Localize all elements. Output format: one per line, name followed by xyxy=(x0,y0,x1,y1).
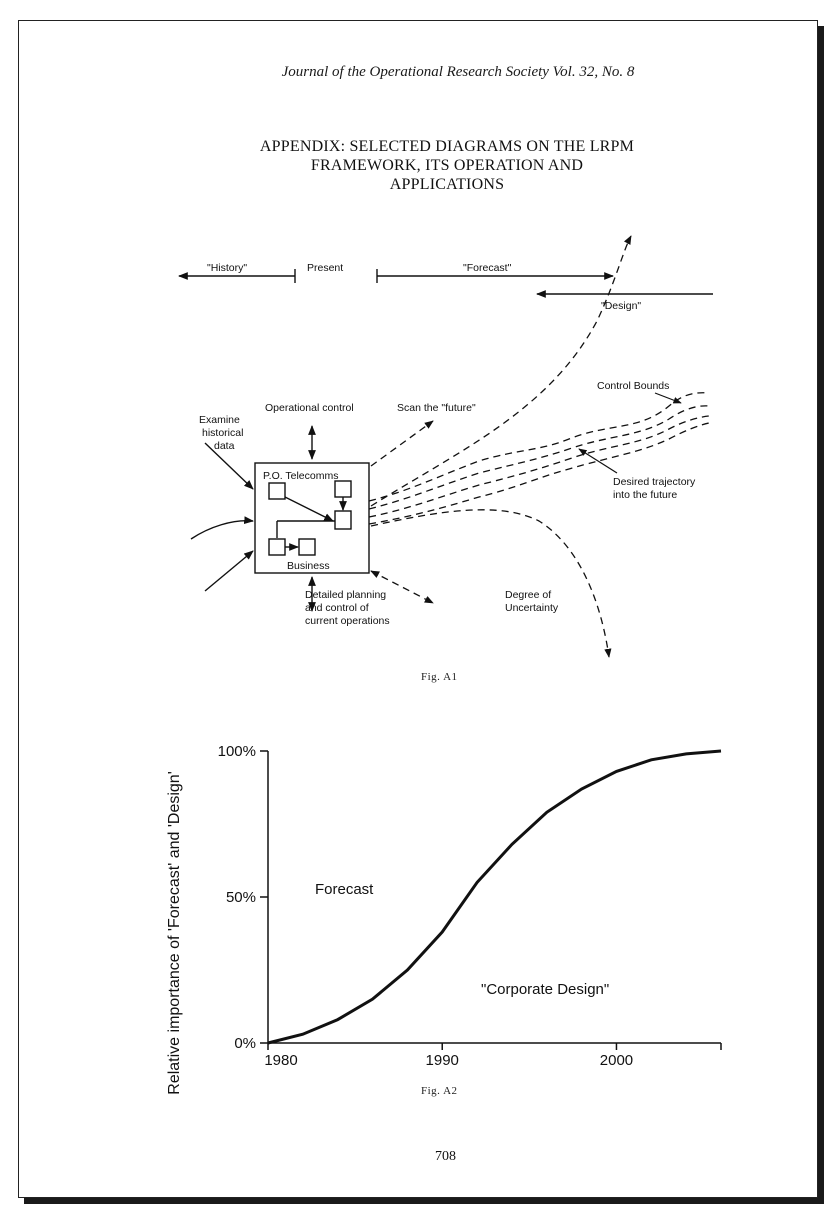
x-tick-label: 1990 xyxy=(426,1052,459,1069)
detailed-label: current operations xyxy=(305,615,390,627)
appendix-title-line: APPENDIX: SELECTED DIAGRAMS ON THE LRPM xyxy=(259,138,635,155)
importance-curve xyxy=(267,749,722,1045)
forecast-region-label: Forecast xyxy=(315,881,374,898)
po-telecomms-box xyxy=(254,462,370,574)
journal-page: Journal of the Operational Research Soci… xyxy=(18,20,818,1198)
journal-header: Journal of the Operational Research Soci… xyxy=(281,64,635,80)
x-tick-label: 1980 xyxy=(264,1052,297,1069)
unit-square xyxy=(298,538,316,556)
unit-square xyxy=(268,482,286,500)
appendix-title: APPENDIX: SELECTED DIAGRAMS ON THE LRPM … xyxy=(227,137,667,194)
examine-label: data xyxy=(214,440,235,452)
corporate-design-region-label: "Corporate Design" xyxy=(481,981,609,998)
input-arrow xyxy=(204,550,254,592)
detailed-label: Detailed planning xyxy=(305,589,386,601)
operational-control-label: Operational control xyxy=(265,402,354,414)
y-axis-label: Relative importance of 'Forecast' and 'D… xyxy=(166,771,183,1094)
lower-uncertainty-curve xyxy=(370,509,612,658)
po-telecomms-label: P.O. Telecomms xyxy=(263,470,338,482)
figure-a1: "History" Present "Forecast" "Design" Co… xyxy=(178,235,713,658)
desired-pointer xyxy=(578,448,618,474)
present-label: Present xyxy=(307,262,343,274)
examine-label: historical xyxy=(202,427,243,439)
scan-future-arrow xyxy=(370,420,434,467)
upper-uncertainty-curve xyxy=(370,235,632,507)
page-number: 708 xyxy=(435,1149,456,1164)
uncertainty-label: Uncertainty xyxy=(505,602,559,614)
desired-label: into the future xyxy=(613,489,677,501)
detailed-label: and control of xyxy=(305,602,369,614)
y-tick-label: 50% xyxy=(226,889,256,906)
appendix-title-line: FRAMEWORK, ITS OPERATION AND xyxy=(310,157,584,174)
control-bounds-label: Control Bounds xyxy=(597,380,669,392)
scan-future-label: Scan the "future" xyxy=(397,402,476,414)
fig-a2-caption: Fig. A2 xyxy=(421,1085,458,1097)
business-label: Business xyxy=(287,560,330,572)
y-tick-label: 0% xyxy=(234,1035,256,1052)
uncertainty-label: Degree of xyxy=(505,589,551,601)
control-bounds-pointer xyxy=(654,392,682,404)
desired-trajectory xyxy=(368,405,710,510)
design-label: "Design" xyxy=(601,300,641,312)
forecast-label: "Forecast" xyxy=(463,262,512,274)
examine-label: Examine xyxy=(199,414,240,426)
control-bound-lower xyxy=(368,415,710,518)
input-arrow xyxy=(204,442,254,490)
input-arrow xyxy=(190,516,254,540)
control-bound-upper xyxy=(368,392,710,502)
desired-label: Desired trajectory xyxy=(613,476,696,488)
figure-a2-chart: Relative importance of 'Forecast' and 'D… xyxy=(166,743,722,1095)
unit-square xyxy=(334,510,352,530)
y-tick-label: 100% xyxy=(218,743,256,760)
history-label: "History" xyxy=(207,262,247,274)
control-bound-lower-outer xyxy=(368,422,710,525)
x-tick-label: 2000 xyxy=(600,1052,633,1069)
appendix-title-line: APPLICATIONS xyxy=(389,176,505,193)
connector-arrow xyxy=(284,496,334,522)
fig-a1-caption: Fig. A1 xyxy=(421,671,458,683)
